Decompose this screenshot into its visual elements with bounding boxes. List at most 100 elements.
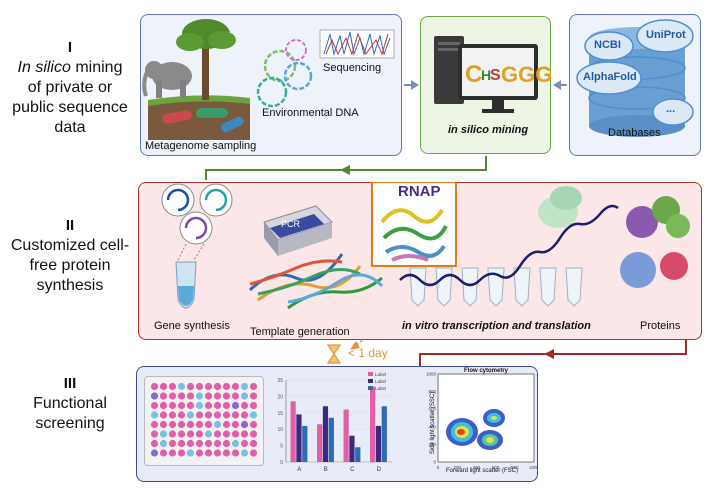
legend-label: Label bbox=[375, 386, 386, 391]
template-generation-caption: Template generation bbox=[250, 326, 350, 338]
plate-well bbox=[159, 430, 168, 438]
plate-well bbox=[150, 382, 159, 391]
bar-category-label: A bbox=[297, 467, 301, 473]
plate-well bbox=[159, 420, 168, 429]
plate-well bbox=[231, 439, 240, 448]
section-3-label: III Functional screening bbox=[6, 374, 134, 434]
plate-well bbox=[195, 430, 204, 438]
plate-well bbox=[249, 382, 258, 391]
section-1-line2: of private or bbox=[27, 79, 113, 96]
plate-well bbox=[231, 392, 240, 400]
plate-well bbox=[177, 392, 186, 400]
more-bubble bbox=[652, 98, 694, 126]
flow-y-tick-label: 800 bbox=[428, 389, 436, 394]
flow-x-tick-label: 200 bbox=[453, 465, 461, 470]
plate-well bbox=[222, 392, 231, 400]
legend-label: Label bbox=[375, 372, 386, 377]
elephant-icon bbox=[142, 61, 192, 98]
plate-well bbox=[231, 401, 240, 410]
dna-strand-icon bbox=[248, 253, 384, 310]
plasmid-icon bbox=[199, 183, 233, 217]
plate-well bbox=[150, 392, 159, 400]
flow-x-tick-label: 0 bbox=[437, 465, 440, 470]
plate-well bbox=[213, 439, 222, 448]
plate-well bbox=[168, 401, 177, 410]
section-2-line1: Customized cell- bbox=[10, 237, 130, 254]
plate-well bbox=[177, 430, 186, 438]
plate-well bbox=[168, 449, 177, 457]
sequence-logo: C bbox=[465, 61, 482, 88]
section-1-line1: In silico mining bbox=[17, 59, 123, 76]
plate-well bbox=[240, 382, 249, 391]
plate-well bbox=[231, 449, 240, 457]
plate-well bbox=[168, 439, 177, 448]
plate-well bbox=[150, 420, 159, 429]
microbe-icon bbox=[162, 110, 192, 124]
bar-mark bbox=[296, 414, 302, 462]
plate-well bbox=[249, 439, 258, 448]
plate-well bbox=[249, 392, 258, 400]
plate-well bbox=[222, 382, 231, 391]
proteins-caption: Proteins bbox=[640, 320, 681, 332]
plate-well bbox=[177, 382, 186, 391]
plate-well bbox=[168, 411, 177, 419]
plate-well bbox=[159, 392, 168, 400]
plate-well bbox=[249, 420, 258, 429]
bar-category-label: B bbox=[324, 467, 328, 473]
bar-y-tick-label: 20 bbox=[277, 394, 283, 400]
plate-well bbox=[186, 401, 195, 410]
bar-mark bbox=[302, 425, 308, 462]
plate-well bbox=[204, 439, 213, 448]
plate-well bbox=[240, 392, 249, 400]
flow-y-tick-label: 0 bbox=[433, 460, 436, 465]
section-2-line2: free protein bbox=[29, 257, 111, 274]
bar-category-label: C bbox=[350, 467, 355, 473]
section-1-number: I bbox=[67, 39, 73, 56]
time-label: < 1 day bbox=[348, 346, 388, 360]
flow-x-tick-label: 800 bbox=[511, 465, 519, 470]
svg-text:GGGG: GGGG bbox=[501, 62, 551, 87]
bar-category-label: D bbox=[377, 467, 382, 473]
computer-tower-icon bbox=[434, 36, 464, 104]
plate-well bbox=[249, 430, 258, 438]
plate-well bbox=[204, 401, 213, 410]
plate-well bbox=[222, 449, 231, 457]
reaction-tubes bbox=[409, 267, 583, 307]
flow-y-tick-label: 200 bbox=[428, 442, 436, 447]
section-3-line1: Functional bbox=[33, 395, 107, 412]
plate-well bbox=[177, 439, 186, 448]
flow-x-tick-label: 1000 bbox=[529, 465, 538, 470]
mrna-strand bbox=[399, 204, 619, 287]
plate-well bbox=[168, 420, 177, 429]
plate-well bbox=[204, 420, 213, 429]
plasmid-icon bbox=[256, 76, 288, 108]
plate-well bbox=[213, 411, 222, 419]
plate-well bbox=[240, 401, 249, 410]
plasmid-icon bbox=[285, 39, 307, 61]
section-3-number: III bbox=[63, 375, 77, 392]
plate-well bbox=[231, 382, 240, 391]
section-1-line4: data bbox=[54, 119, 86, 136]
plate-well bbox=[186, 382, 195, 391]
section-2-line3: synthesis bbox=[36, 277, 104, 294]
pcr-machine-icon bbox=[263, 205, 333, 256]
db-item-more: ... bbox=[666, 103, 676, 115]
bar-y-tick-label: 10 bbox=[277, 427, 283, 433]
section-1-label: I In silico mining of private or public … bbox=[6, 38, 134, 138]
bar-mark bbox=[381, 406, 387, 462]
bar-mark bbox=[328, 417, 334, 462]
plate-well bbox=[177, 411, 186, 419]
flow-y-tick-label: 1000 bbox=[426, 372, 437, 377]
plate-well bbox=[168, 392, 177, 400]
svg-text:S: S bbox=[490, 67, 501, 84]
plate-well bbox=[195, 420, 204, 429]
plate-well bbox=[249, 401, 258, 410]
legend-swatch bbox=[368, 372, 373, 376]
plate-well bbox=[204, 449, 213, 457]
plate-well bbox=[195, 401, 204, 410]
plate-well bbox=[195, 439, 204, 448]
plate-well bbox=[249, 411, 258, 419]
plate-well bbox=[213, 420, 222, 429]
